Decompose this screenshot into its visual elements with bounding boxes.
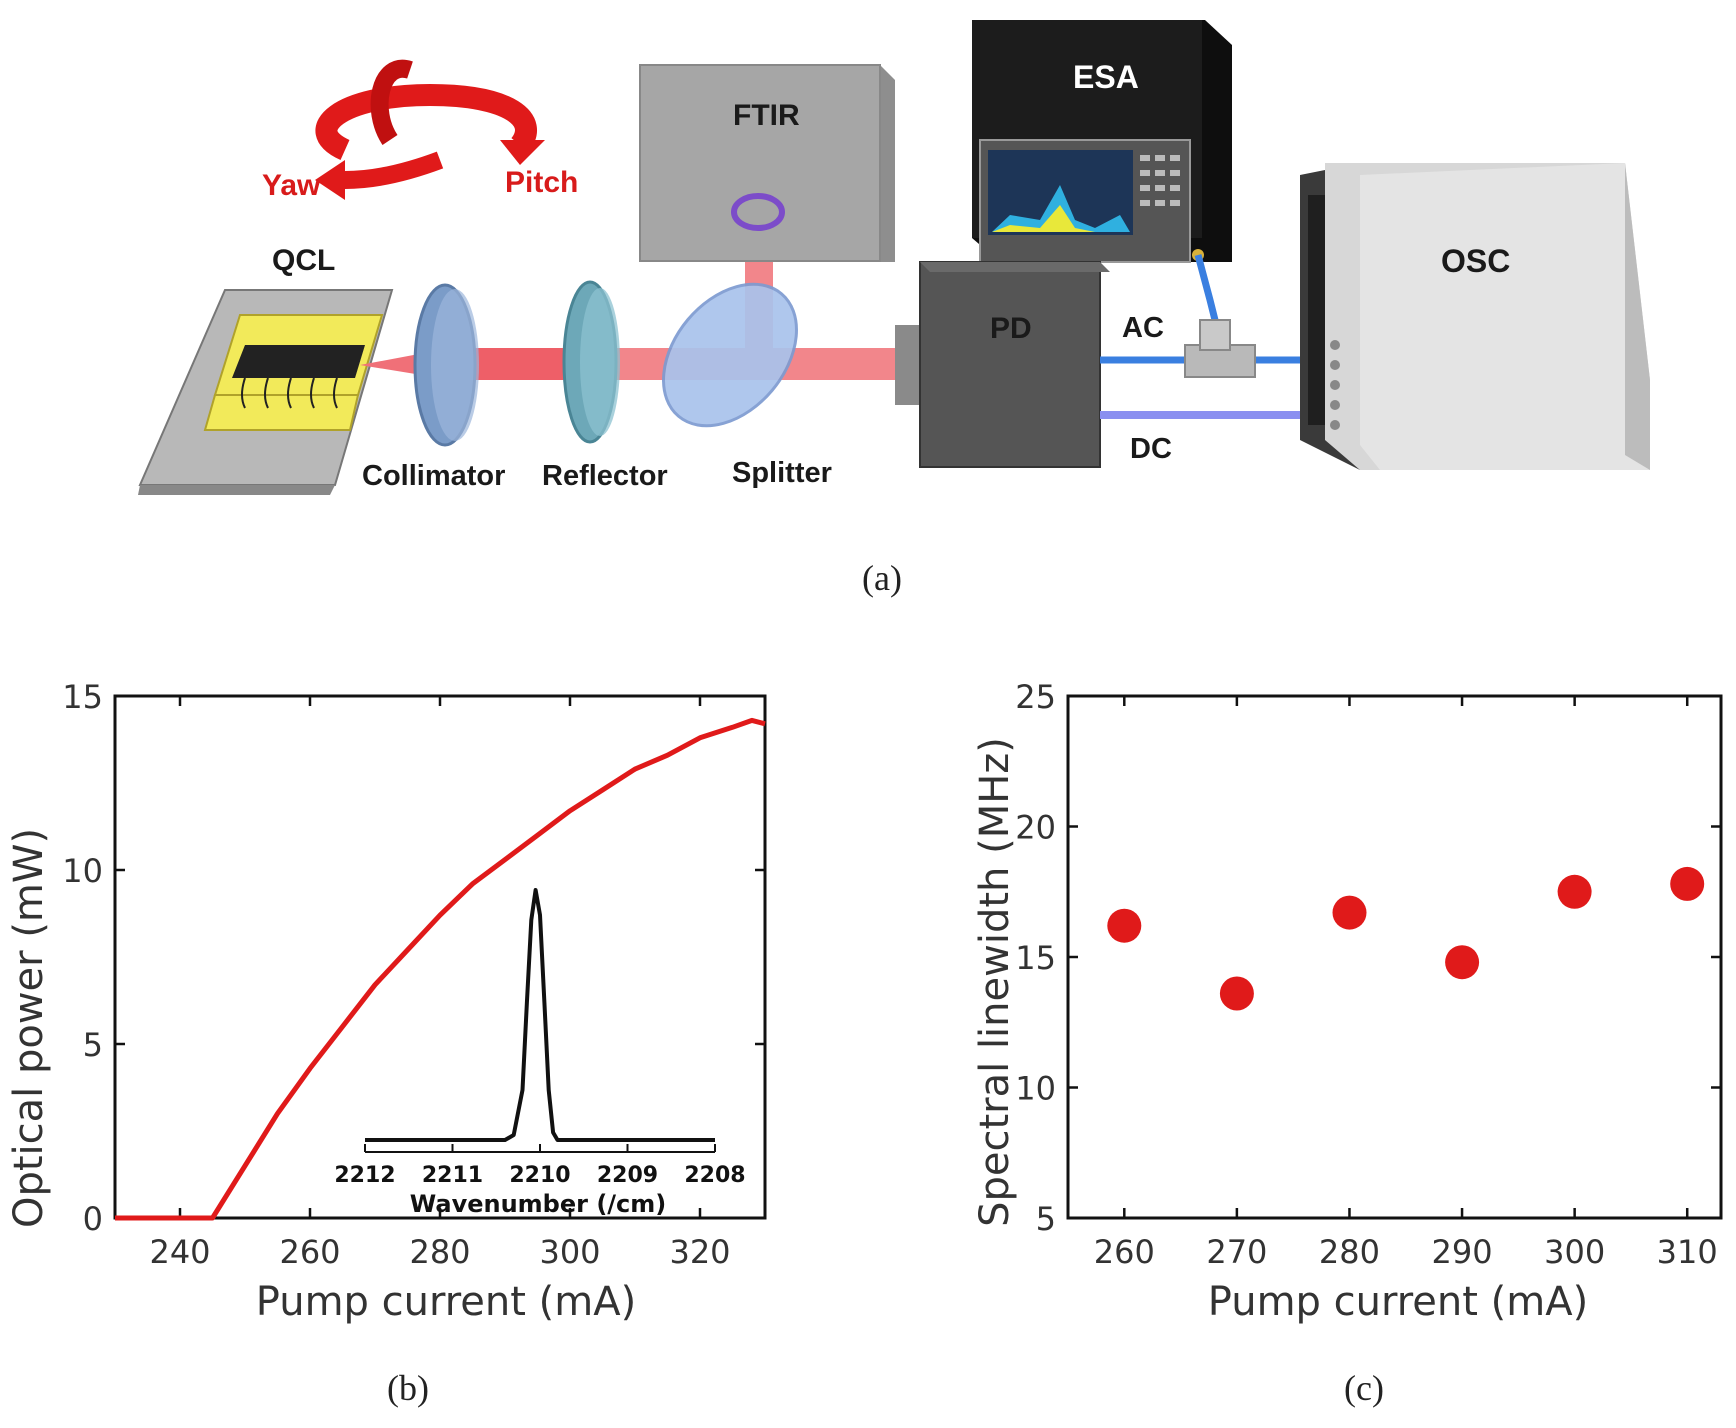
qcl-mount: [138, 289, 394, 495]
chart-b-inset-xtick-label: 2209: [597, 1163, 658, 1188]
osc-label: OSC: [1441, 243, 1510, 279]
chart-c-xlabel: Pump current (mA): [1208, 1279, 1588, 1325]
chart-b-ytick-label: 15: [62, 678, 103, 716]
qcl-label: QCL: [272, 244, 335, 277]
ftir-instrument: [639, 64, 895, 262]
chart-b-inset-xtick-label: 2208: [684, 1163, 745, 1188]
collimator-label: Collimator: [362, 460, 505, 492]
chart-b-xtick-label: 240: [149, 1233, 210, 1271]
esa-label: ESA: [1073, 59, 1139, 95]
rotation-arrow-icon: [315, 59, 545, 200]
esa-instrument: [972, 20, 1232, 263]
pitch-label: Pitch: [505, 166, 578, 199]
chart-b-xtick-label: 320: [669, 1233, 730, 1271]
chart-optical-power: 240 260 280 300 320 0 5 10 15 2212 2211 2210 2209 220…: [6, 678, 767, 1408]
chart-b-inset-xtick-label: 2212: [334, 1163, 395, 1188]
chart-b-ytick-label: 10: [62, 852, 103, 890]
chart-c-point: [1332, 895, 1367, 930]
chart-c-ylabel: Spectral linewidth (MHz): [972, 737, 1018, 1227]
dc-label: DC: [1130, 433, 1172, 465]
caption-c: (c): [1344, 1368, 1384, 1408]
chart-c-ytick-label: 15: [1015, 939, 1056, 977]
ac-cable: [1100, 254, 1335, 378]
oscilloscope: [1300, 163, 1650, 470]
chart-c-plot-frame: [1066, 694, 1723, 1220]
chart-b-ytick-label: 5: [83, 1026, 103, 1064]
chart-c-xtick-label: 290: [1432, 1233, 1493, 1271]
chart-b-inset-xlabel: Wavenumber (/cm): [410, 1190, 667, 1218]
chart-c-ytick-label: 10: [1015, 1070, 1056, 1108]
chart-b-ylabel: Optical power (mW): [6, 828, 52, 1228]
chart-c-xtick-label: 260: [1094, 1233, 1155, 1271]
chart-c-point: [1445, 945, 1480, 980]
chart-c-point: [1557, 874, 1592, 909]
chart-b-inset-xtick-label: 2210: [509, 1163, 570, 1188]
pd-label: PD: [990, 312, 1032, 345]
photodetector: [895, 261, 1110, 468]
chart-b-xtick-label: 260: [279, 1233, 340, 1271]
chart-c-ytick-label: 5: [1036, 1200, 1056, 1238]
chart-c-point: [1670, 866, 1705, 901]
splitter-label: Splitter: [732, 457, 832, 489]
chart-b-xtick-label: 300: [539, 1233, 600, 1271]
chart-b-ytick-label: 0: [83, 1200, 103, 1238]
chart-c-xtick-label: 270: [1206, 1233, 1267, 1271]
chart-b-inset-spectrum-line: [365, 888, 715, 1142]
beam-splitter: [662, 282, 798, 428]
chart-b-power-line: [115, 717, 766, 1221]
ftir-label: FTIR: [733, 99, 800, 132]
chart-b-inset-xtick-label: 2211: [422, 1163, 483, 1188]
reflector-label: Reflector: [542, 460, 668, 492]
caption-a: (a): [862, 558, 902, 598]
chart-c-xtick-label: 280: [1319, 1233, 1380, 1271]
chart-spectral-linewidth: 260 270 280 290 300 310 5 10 15 20 25 Pump current…: [972, 678, 1723, 1408]
chart-c-xtick-label: 300: [1544, 1233, 1605, 1271]
setup-diagram: Yaw Pitch QCL Collimator Reflector Split…: [138, 20, 1650, 598]
chart-c-point: [1107, 908, 1142, 943]
ac-label: AC: [1122, 312, 1164, 344]
chart-c-ytick-label: 20: [1015, 809, 1056, 847]
chart-c-point: [1219, 976, 1254, 1011]
chart-c-ytick-label: 25: [1015, 678, 1056, 716]
chart-b-xlabel: Pump current (mA): [256, 1279, 636, 1325]
caption-b: (b): [387, 1368, 429, 1408]
chart-b-xtick-label: 280: [409, 1233, 470, 1271]
chart-c-xtick-label: 310: [1657, 1233, 1718, 1271]
yaw-label: Yaw: [262, 169, 321, 202]
